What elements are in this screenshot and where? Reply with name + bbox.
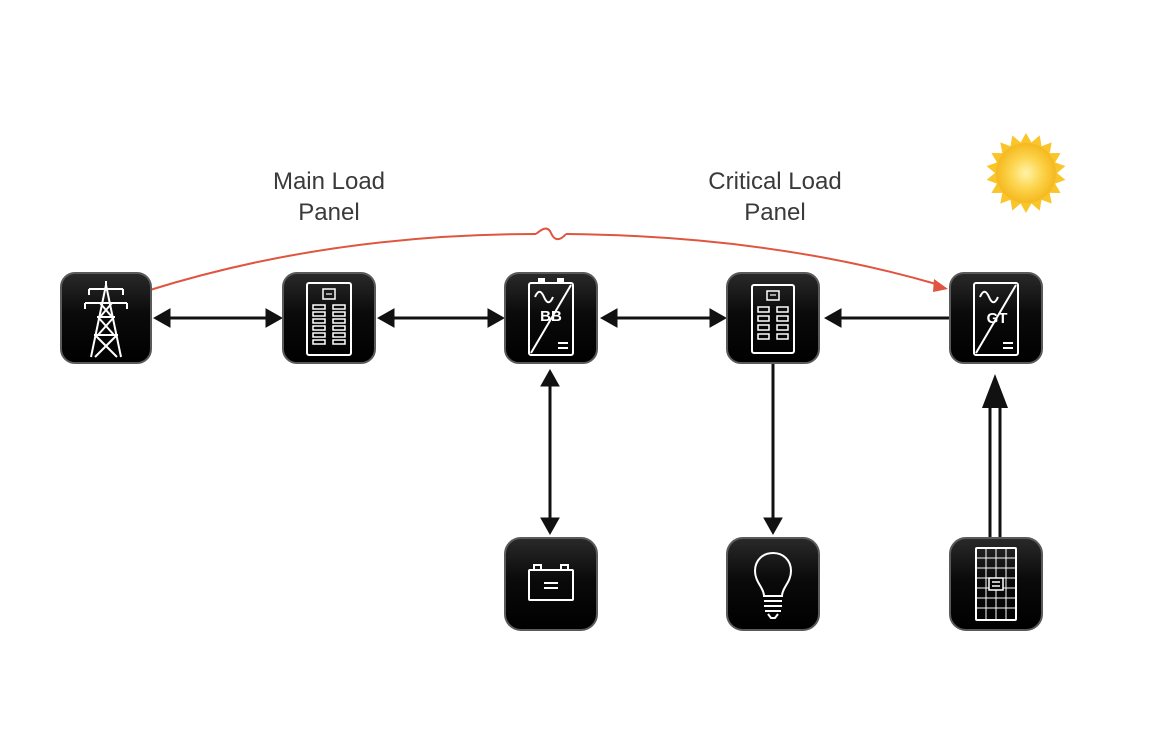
signal-arc [149, 227, 948, 292]
inverter-icon [528, 278, 574, 356]
battery-node[interactable] [504, 537, 598, 631]
load-node[interactable] [726, 537, 820, 631]
main-load-panel-label: Main Load Panel [229, 166, 429, 228]
solar-panel-node[interactable] [949, 537, 1043, 631]
grid-tie-inverter-node[interactable]: GT [949, 272, 1043, 364]
arrow-main-bb [376, 308, 506, 328]
light-bulb-icon [753, 551, 793, 619]
battery-icon [528, 564, 574, 601]
arrow-bb-critical [599, 308, 728, 328]
critical-load-panel-label-line1: Critical Load [708, 168, 842, 195]
main-load-panel-label-line1: Main Load [272, 168, 386, 195]
breaker-panel-icon [751, 284, 795, 354]
breaker-panel-icon [306, 282, 352, 356]
arrow-gt-critical [823, 308, 950, 328]
inverter-icon [973, 282, 1019, 356]
critical-load-panel-node[interactable] [726, 272, 820, 364]
utility-grid-node[interactable] [60, 272, 152, 364]
critical-load-panel-label-line2: Panel [744, 199, 806, 226]
arrow-solar-gt [982, 374, 1008, 538]
arrow-bb-battery [540, 368, 560, 536]
sun-icon [986, 133, 1066, 213]
transmission-tower-icon [84, 281, 128, 358]
arrow-critical-load [763, 364, 783, 536]
battery-inverter-node[interactable]: BB [504, 272, 598, 364]
bb-label: BB [540, 308, 562, 325]
gt-label: GT [987, 310, 1008, 327]
solar-panel-icon [975, 547, 1017, 621]
main-load-panel-label-line2: Panel [298, 199, 360, 226]
critical-load-panel-label: Critical Load Panel [675, 166, 875, 228]
main-load-panel-node[interactable] [282, 272, 376, 364]
arrow-grid-main [152, 308, 284, 328]
